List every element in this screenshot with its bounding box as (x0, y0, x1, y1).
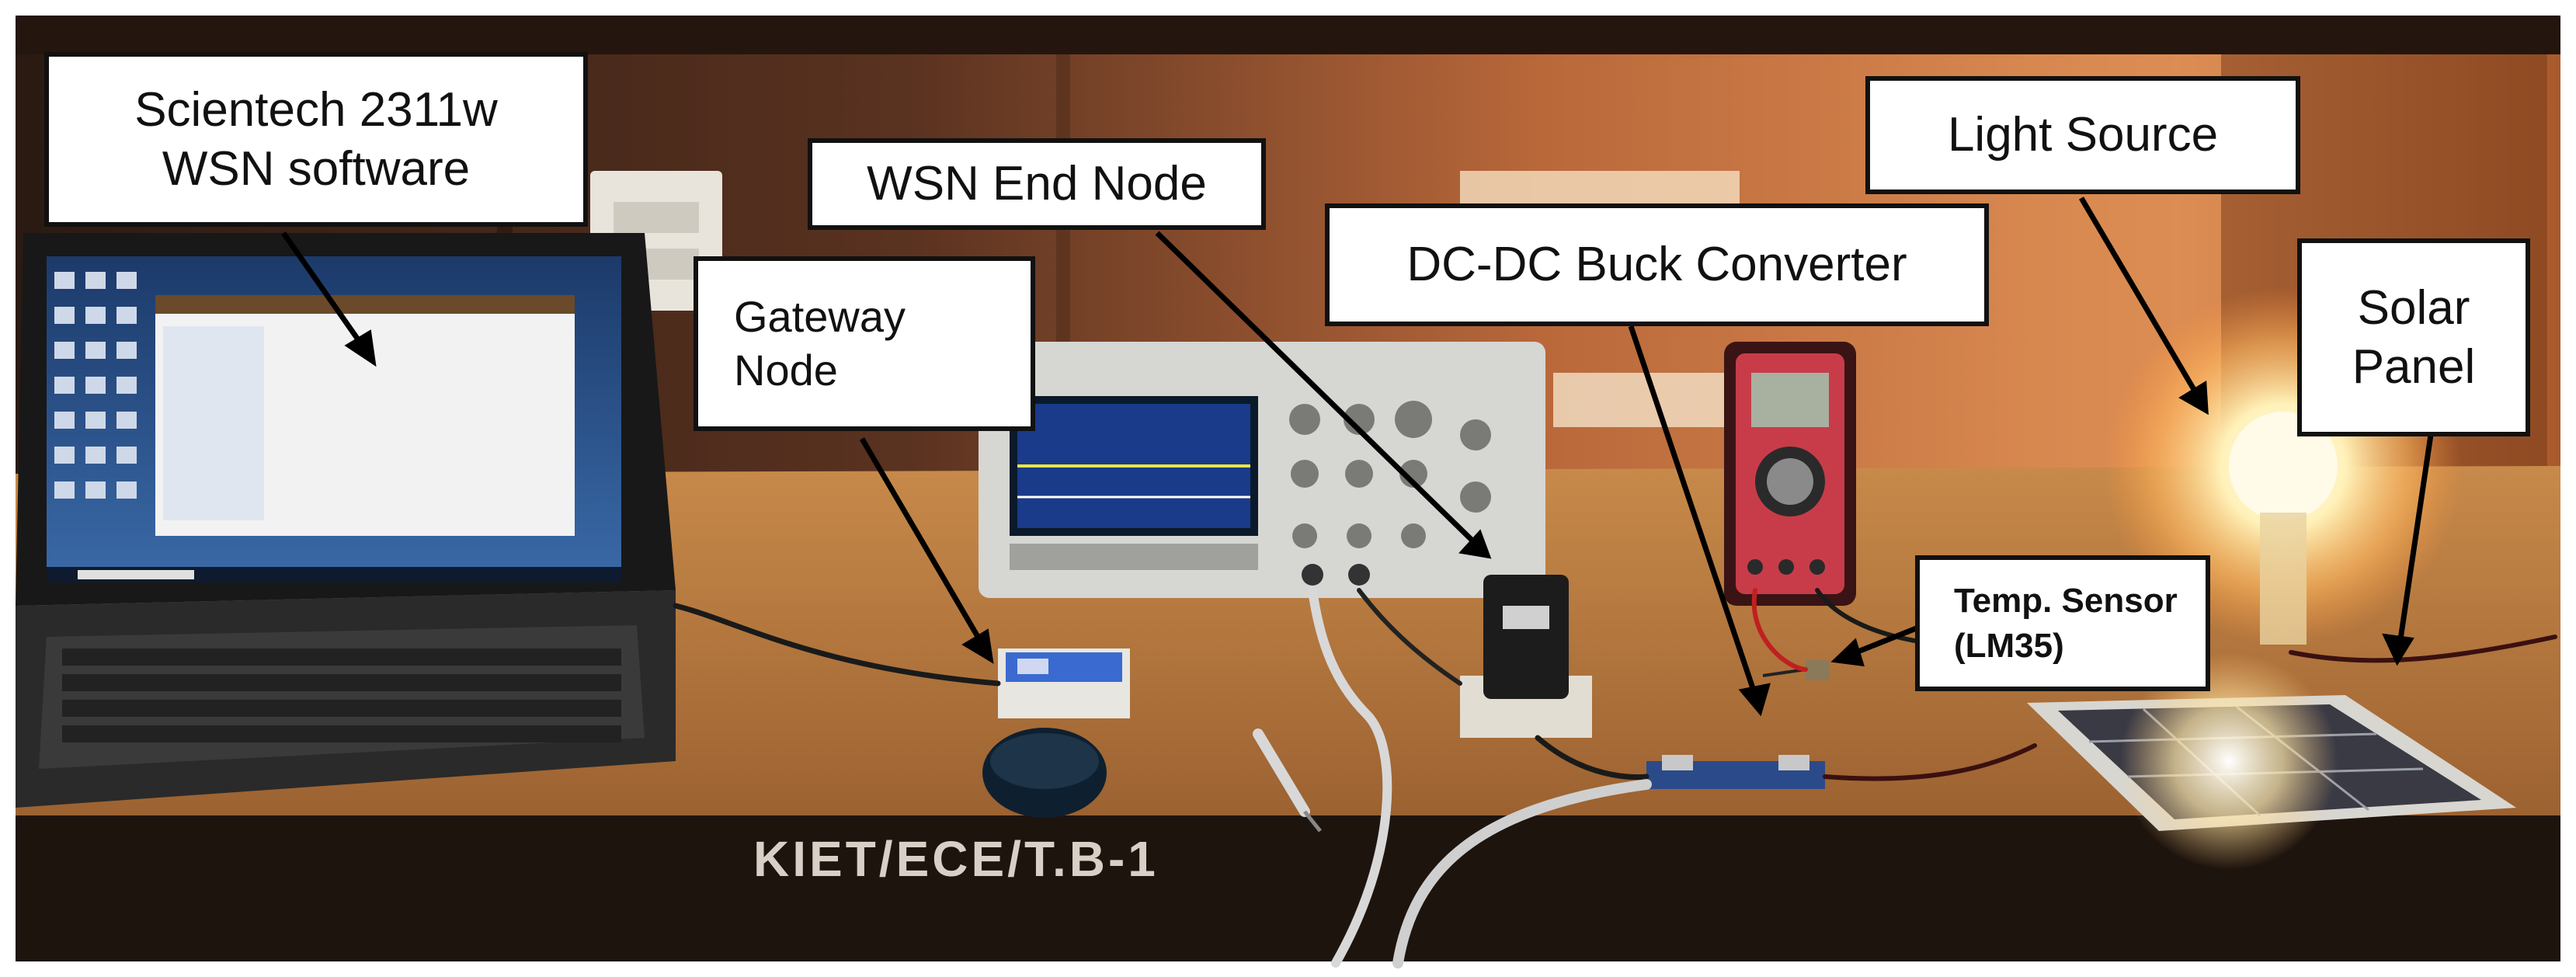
callout-solar-line-2: Panel (2352, 339, 2476, 394)
callout-solar-panel: Solar Panel (2297, 238, 2530, 436)
table-front-edge (16, 815, 2560, 961)
callout-temp-line-2: (LM35) (1954, 626, 2064, 665)
callout-buck-line-1: DC-DC Buck Converter (1406, 238, 1907, 292)
cables (673, 586, 2557, 968)
oscilloscope (979, 342, 1545, 598)
callout-gateway-line-2: Node (734, 345, 838, 395)
callout-light-source: Light Source (1865, 76, 2300, 194)
callout-wsn-end-node: WSN End Node (808, 138, 1266, 230)
gateway-node (998, 648, 1130, 718)
callout-light-line-1: Light Source (1947, 108, 2219, 162)
callout-software-line-2: WSN software (162, 141, 471, 196)
callout-software-line-1: Scientech 2311w (134, 82, 498, 137)
callout-arrows (281, 196, 2434, 717)
temp-sensor (1762, 660, 1829, 680)
laptop (16, 233, 676, 808)
solar-panel (2027, 652, 2516, 870)
callout-temp-sensor: Temp. Sensor (LM35) (1915, 555, 2210, 691)
dc-dc-buck-converter (1646, 755, 1825, 789)
screwdriver (1253, 728, 1322, 833)
callout-temp-line-1: Temp. Sensor (1954, 582, 2178, 621)
callout-end-node-line-1: WSN End Node (867, 157, 1207, 211)
callout-gateway-node: Gateway Node (694, 256, 1035, 431)
wsn-end-node (1460, 575, 1592, 738)
table-marking: KIET/ECE/T.B-1 (753, 831, 1159, 887)
multimeter (1724, 342, 1856, 606)
callout-solar-line-1: Solar (2357, 280, 2470, 335)
callout-gateway-line-1: Gateway (734, 292, 906, 342)
callout-software: Scientech 2311w WSN software (44, 52, 588, 227)
callout-buck-converter: DC-DC Buck Converter (1325, 203, 1989, 326)
